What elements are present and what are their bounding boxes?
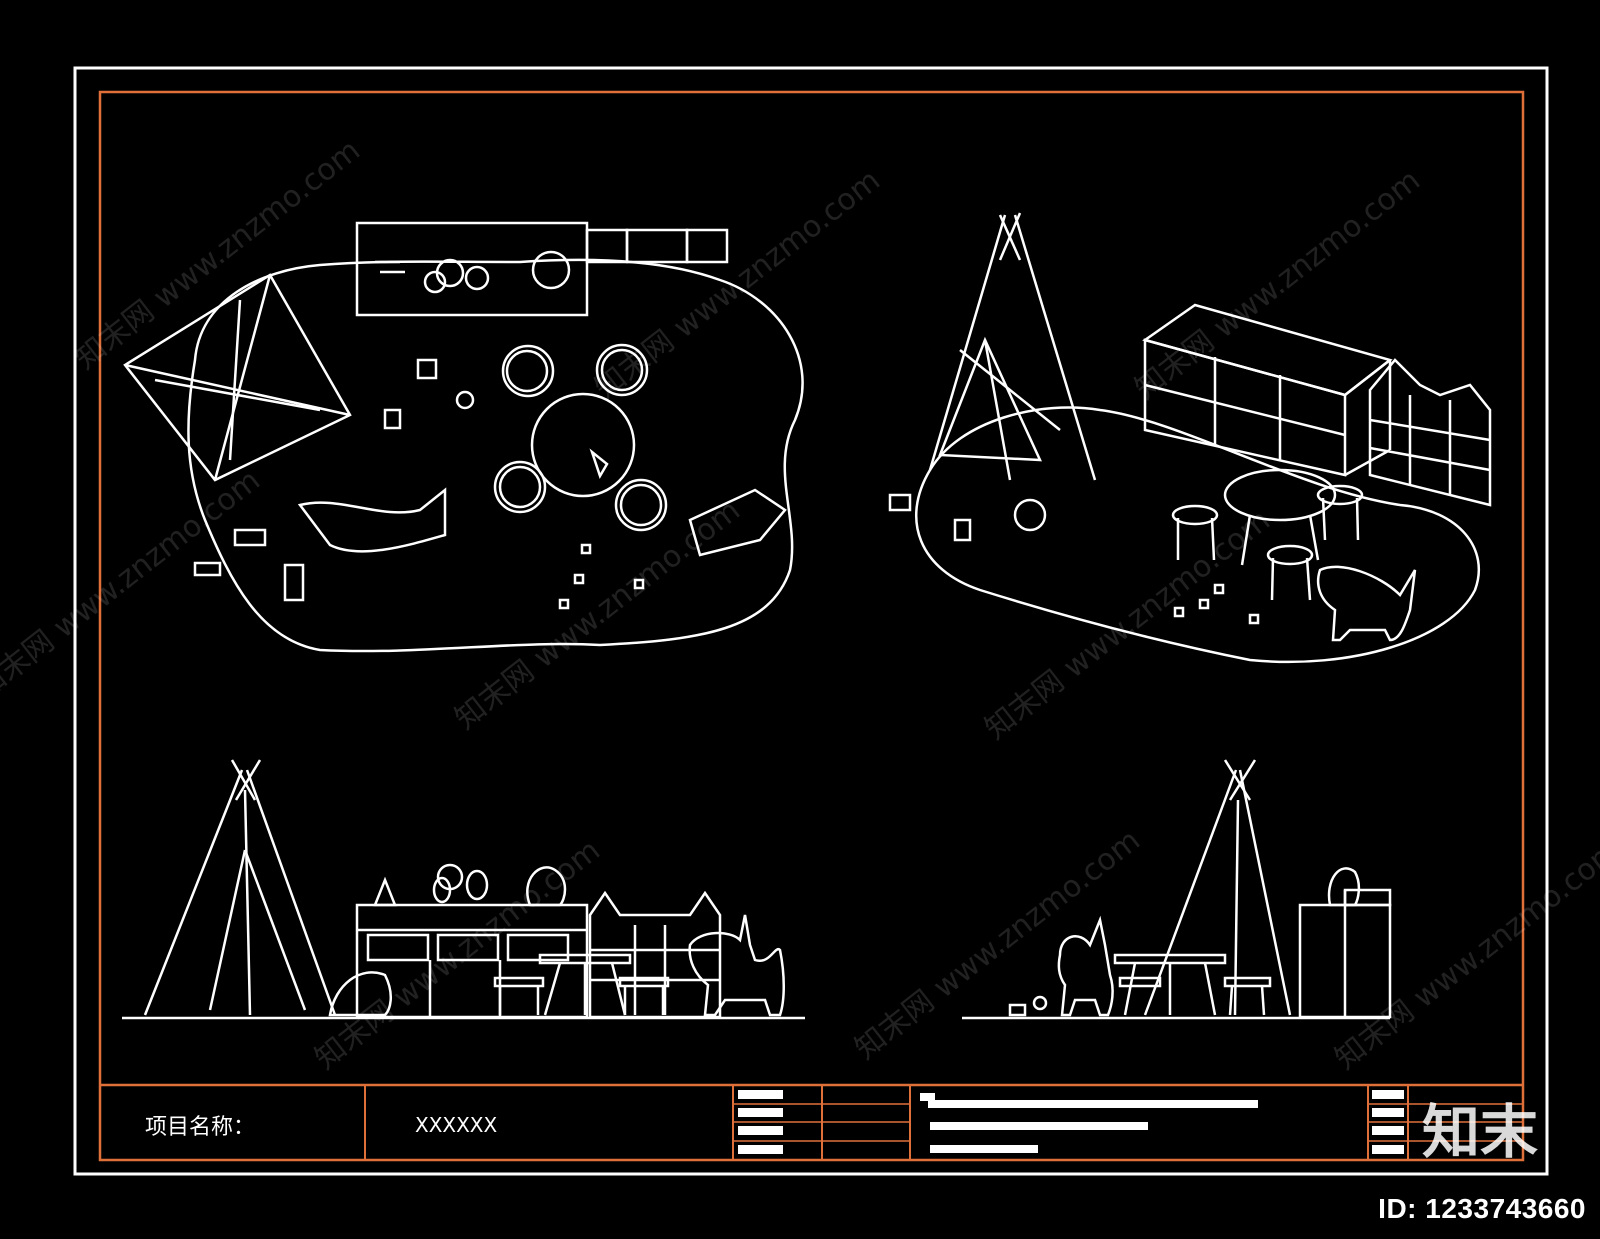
outer-frame	[73, 66, 1549, 1176]
brand-logo: 知末	[1421, 1098, 1538, 1166]
title-block: 项目名称： XXXXXX	[100, 1083, 1523, 1160]
image-id: ID: 1233743660	[1378, 1193, 1586, 1224]
project-label: 项目名称：	[145, 1115, 255, 1140]
axonometric-view	[888, 212, 1492, 664]
project-value: XXXXXX	[415, 1113, 498, 1137]
plan-view	[123, 221, 804, 653]
front-elevation	[122, 759, 805, 1020]
side-elevation	[962, 759, 1392, 1020]
inner-frame	[98, 90, 1525, 1162]
